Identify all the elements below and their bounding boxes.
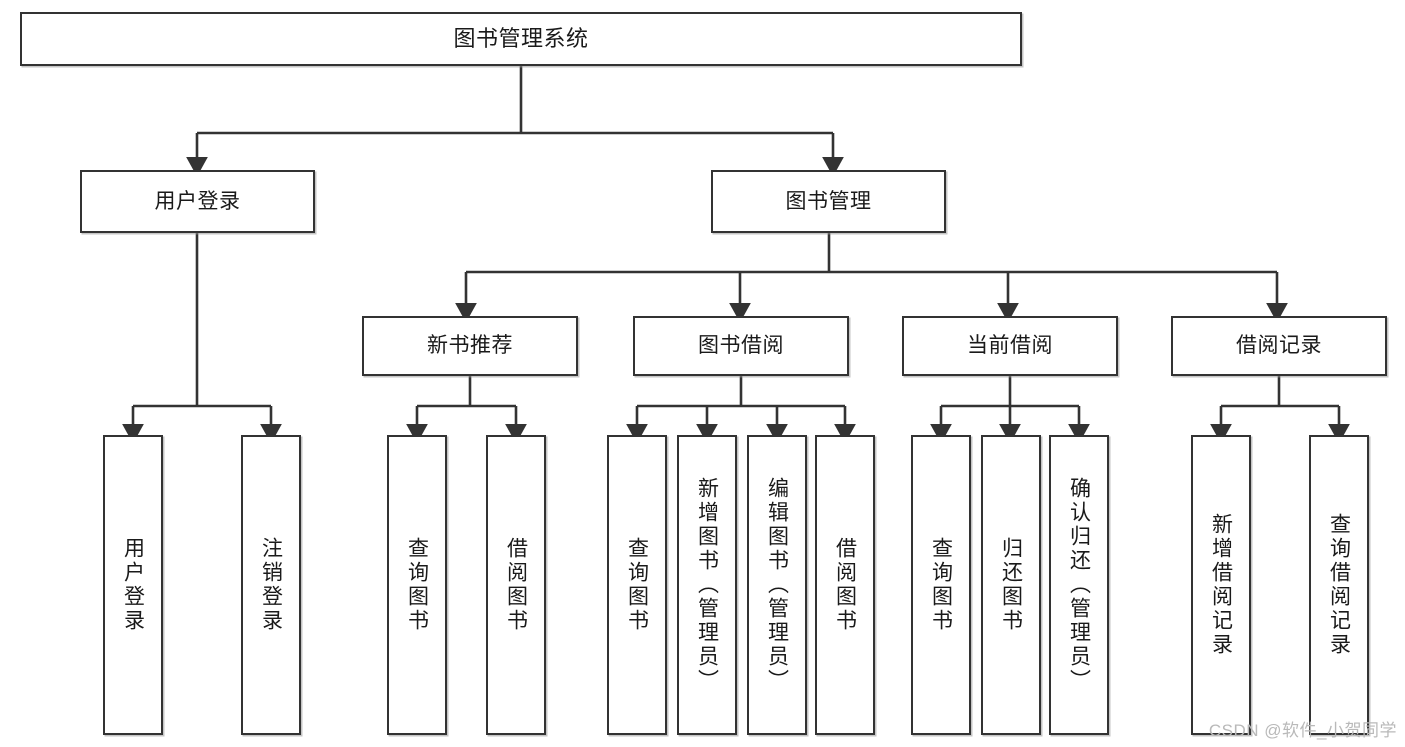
node-leaf-add-book[interactable]: 新增图书（管理员） — [677, 435, 737, 735]
node-book-manage[interactable]: 图书管理 — [711, 170, 946, 233]
node-label: 查询图书 — [929, 537, 953, 633]
node-user-login[interactable]: 用户登录 — [80, 170, 315, 233]
node-leaf-query-book-recommend[interactable]: 查询图书 — [387, 435, 447, 735]
node-leaf-borrow-book[interactable]: 借阅图书 — [815, 435, 875, 735]
node-label: 归还图书 — [999, 537, 1023, 633]
node-leaf-add-borrow-record[interactable]: 新增借阅记录 — [1191, 435, 1251, 735]
node-leaf-borrow-book-recommend[interactable]: 借阅图书 — [486, 435, 546, 735]
node-leaf-edit-book[interactable]: 编辑图书（管理员） — [747, 435, 807, 735]
node-book-borrow[interactable]: 图书借阅 — [633, 316, 849, 376]
node-label: 注销登录 — [259, 537, 283, 633]
node-new-book-recommend[interactable]: 新书推荐 — [362, 316, 578, 376]
node-label: 借阅图书 — [504, 537, 528, 633]
node-label: 用户登录 — [121, 537, 145, 633]
node-label: 新增图书（管理员） — [695, 477, 719, 693]
node-root-book-management-system[interactable]: 图书管理系统 — [20, 12, 1022, 66]
node-leaf-user-login[interactable]: 用户登录 — [103, 435, 163, 735]
node-label: 借阅图书 — [833, 537, 857, 633]
node-leaf-confirm-return[interactable]: 确认归还（管理员） — [1049, 435, 1109, 735]
node-label: 新增借阅记录 — [1209, 513, 1233, 657]
node-label: 图书借阅 — [698, 334, 784, 358]
node-label: 查询借阅记录 — [1327, 513, 1351, 657]
node-leaf-return-book[interactable]: 归还图书 — [981, 435, 1041, 735]
node-label: 新书推荐 — [427, 334, 513, 358]
node-label: 当前借阅 — [967, 334, 1053, 358]
node-leaf-query-borrow-record[interactable]: 查询借阅记录 — [1309, 435, 1369, 735]
node-label: 查询图书 — [405, 537, 429, 633]
node-label: 查询图书 — [625, 537, 649, 633]
csdn-watermark: CSDN @软件_小贺同学 — [1208, 721, 1397, 740]
node-leaf-user-logout[interactable]: 注销登录 — [241, 435, 301, 735]
node-label: 编辑图书（管理员） — [765, 477, 789, 693]
node-label: 确认归还（管理员） — [1067, 477, 1091, 693]
node-leaf-query-book-current[interactable]: 查询图书 — [911, 435, 971, 735]
node-label: 图书管理系统 — [453, 25, 589, 51]
node-label: 用户登录 — [154, 189, 241, 213]
node-label: 图书管理 — [785, 189, 872, 213]
node-borrow-record[interactable]: 借阅记录 — [1171, 316, 1387, 376]
node-leaf-query-book-borrow[interactable]: 查询图书 — [607, 435, 667, 735]
node-current-borrow[interactable]: 当前借阅 — [902, 316, 1118, 376]
node-label: 借阅记录 — [1236, 334, 1322, 358]
